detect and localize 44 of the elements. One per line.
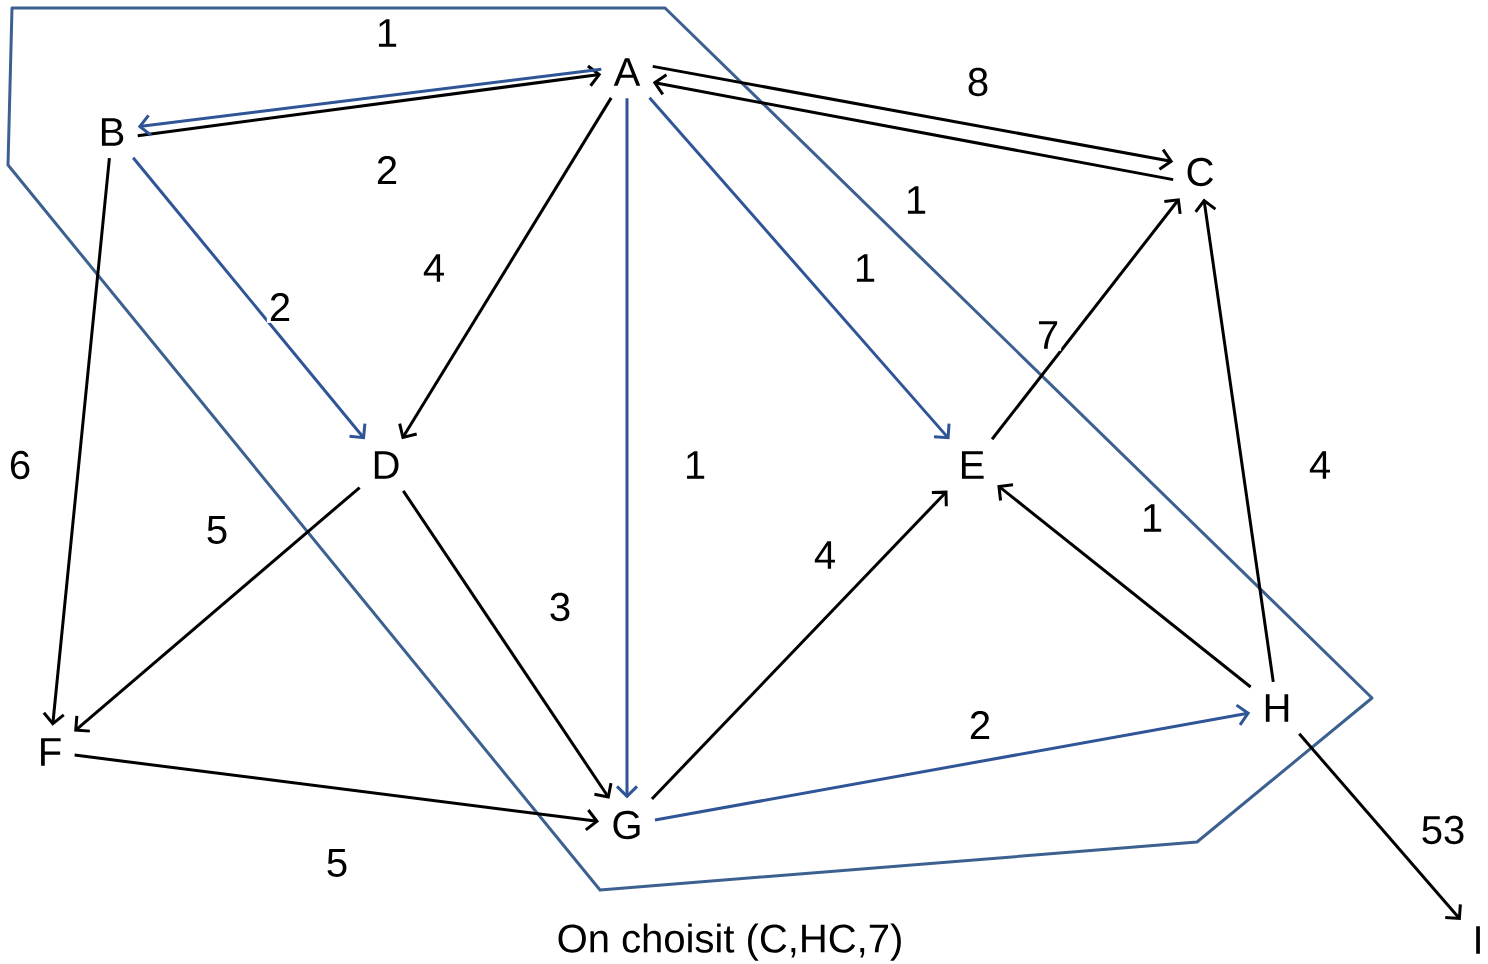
arrow xyxy=(652,64,1174,171)
arrow xyxy=(42,158,111,726)
edge-label: 1 xyxy=(1138,502,1166,534)
edge-label: 7 xyxy=(1034,319,1062,351)
edge-label: 4 xyxy=(811,539,839,571)
arrow xyxy=(997,483,1252,689)
arrow xyxy=(654,703,1251,822)
arrow xyxy=(1298,732,1462,921)
edge-label: 5 xyxy=(323,847,351,879)
edge-label: 5 xyxy=(203,514,231,546)
edge-label: 4 xyxy=(420,252,448,284)
arrow xyxy=(648,96,951,440)
arrow xyxy=(652,73,1174,182)
edge-label: 1 xyxy=(902,184,930,216)
caption: On choisit (C,HC,7) xyxy=(558,923,901,961)
vertex-label: F xyxy=(41,738,61,766)
edge-label: 3 xyxy=(546,590,574,624)
edge-label: 1 xyxy=(373,17,401,49)
arrow xyxy=(132,156,367,440)
vertex-label: I xyxy=(1476,926,1480,954)
edge-label: 53 xyxy=(1418,813,1468,847)
arrow xyxy=(650,490,948,801)
vertex-label: E xyxy=(961,451,984,479)
arrow xyxy=(74,486,361,733)
arrow xyxy=(1194,198,1275,683)
vertex-label: A xyxy=(613,58,641,86)
edge-label: 2 xyxy=(966,709,994,741)
arrow xyxy=(990,198,1182,441)
arrow xyxy=(615,98,639,799)
edge-label: 2 xyxy=(266,291,294,323)
edge-label: 8 xyxy=(964,65,992,99)
edge-label: 2 xyxy=(373,154,401,186)
arrow xyxy=(398,97,613,440)
edge-label: 4 xyxy=(1306,449,1334,481)
vertex-label: H xyxy=(1265,694,1289,722)
vertex-label: B xyxy=(101,118,124,146)
arrow xyxy=(74,753,600,832)
edge-label: 1 xyxy=(851,252,879,284)
vertex-label: G xyxy=(613,810,640,840)
vertex-label: D xyxy=(374,451,399,479)
arrow xyxy=(402,490,613,799)
edge-label: 6 xyxy=(6,448,34,482)
vertex-label: C xyxy=(1187,157,1213,187)
edge-label: 1 xyxy=(681,449,709,481)
